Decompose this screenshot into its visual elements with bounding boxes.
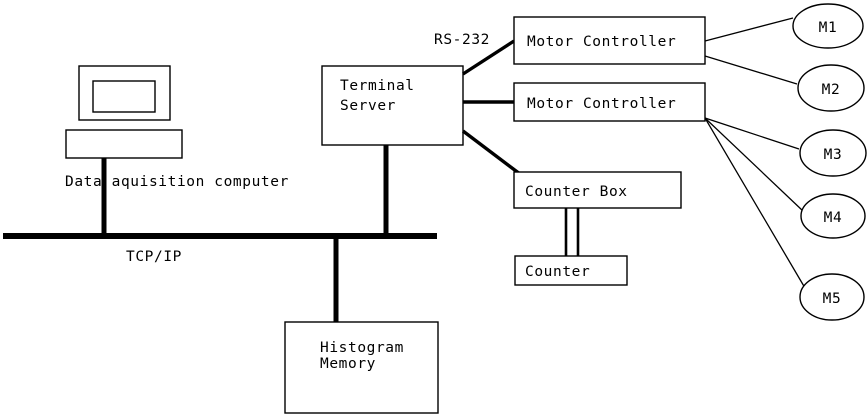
motor-m1-label: M1	[819, 20, 838, 36]
computer-screen-inner	[92, 80, 156, 113]
link-terminal-server-to-counter-box	[461, 129, 522, 176]
terminal-server-label-line1: Terminal	[340, 78, 415, 94]
computer-base-outline	[65, 129, 183, 159]
terminal-server-label-line2: Server	[340, 98, 396, 114]
motor-controller-2-box[interactable]	[513, 82, 706, 122]
motor-controller-1-label: Motor Controller	[527, 34, 676, 50]
motor-m1-ellipse[interactable]	[792, 3, 864, 49]
counter-label: Counter	[525, 264, 590, 280]
link-motor-controller-2-to-m4	[704, 117, 804, 212]
motor-m4-ellipse[interactable]	[800, 193, 866, 239]
rs232-label: RS-232	[434, 32, 490, 48]
histogram-memory-box[interactable]	[284, 321, 439, 414]
counter-box-label: Counter Box	[525, 184, 628, 200]
motor-m2-label: M2	[822, 82, 841, 98]
histogram-memory-label-line1: Histogram	[320, 340, 404, 356]
counter-box-box[interactable]	[513, 171, 682, 209]
motor-m3-ellipse[interactable]	[799, 129, 867, 177]
motor-m4-label: M4	[824, 210, 843, 226]
link-motor-controller-2-to-m3	[704, 117, 800, 150]
terminal-server-box[interactable]	[321, 65, 464, 146]
histogram-memory-label-line2: Memory	[320, 356, 376, 372]
motor-m2-ellipse[interactable]	[797, 64, 865, 112]
motor-controller-2-label: Motor Controller	[527, 96, 676, 112]
data-acquisition-computer-node[interactable]	[65, 65, 183, 159]
link-motor-controller-1-to-m2	[704, 55, 798, 85]
counter-box[interactable]	[514, 255, 628, 286]
link-motor-controller-2-to-m5	[704, 117, 806, 289]
motor-m5-label: M5	[823, 291, 842, 307]
link-motor-controller-1-to-m1	[704, 17, 794, 42]
motor-m5-ellipse[interactable]	[799, 273, 865, 321]
link-terminal-server-to-motor-controller-1	[462, 39, 515, 76]
tcpip-bus-label: TCP/IP	[126, 249, 182, 265]
motor-m3-label: M3	[824, 147, 843, 163]
data-acquisition-computer-label: Data aquisition computer	[65, 174, 289, 190]
